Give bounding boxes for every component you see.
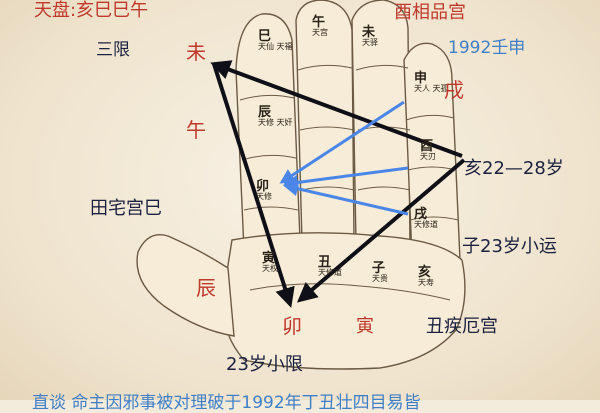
black-arrows <box>210 60 466 308</box>
title-tianpan: 天盘:亥巳巳午 <box>34 0 149 21</box>
segment-you: 酉天刃 <box>420 139 436 161</box>
label-you-pin: 酉相品宫 <box>394 2 466 23</box>
segment-chou: 丑天修道 <box>318 255 342 277</box>
arrow-xu-to-mao <box>283 181 409 216</box>
segment-hai: 亥天寿 <box>418 265 434 287</box>
label-zi-xiaoyun: 子23岁小运 <box>462 236 557 257</box>
segment-wei: 未天驿 <box>362 25 378 47</box>
label-chen: 辰 <box>196 276 216 300</box>
label-yin: 寅 <box>356 316 374 337</box>
blue-arrows <box>279 100 409 216</box>
segment-xu: 戌天修道 <box>414 207 438 229</box>
label-wei: 未 <box>186 40 206 64</box>
segment-wu: 午天宫 <box>312 15 328 37</box>
segment-mao: 卯天修 <box>256 179 272 201</box>
label-san-xian: 三限 <box>96 40 130 60</box>
segment-zi: 子天贵 <box>372 261 388 283</box>
segment-yin: 寅天权 <box>262 251 278 273</box>
label-xiaoxian: 23岁小限 <box>226 354 303 375</box>
label-year: 1992壬申 <box>448 38 526 58</box>
label-chou-jie: 丑疾厄宫 <box>426 316 498 337</box>
label-hai-range: 亥22—28岁 <box>464 158 564 179</box>
arrow-hai-to-mao <box>296 158 466 303</box>
arrow-shen-to-mao <box>279 100 405 184</box>
arrow-you-to-mao <box>283 166 409 190</box>
label-xu: 戌 <box>444 78 464 102</box>
segment-si: 巳天仙 天福 <box>258 29 293 51</box>
arrow-wei-to-mao <box>212 63 295 308</box>
segment-shen: 申天人 天孤 <box>414 71 449 93</box>
arrow-hai-to-wei <box>210 60 463 158</box>
label-tianzhai: 田宅宫巳 <box>90 198 162 219</box>
hand-illustration <box>136 0 466 370</box>
label-mao: 卯 <box>282 314 302 338</box>
segment-chen: 辰天修 天奸 <box>258 105 293 127</box>
bottom-caption: 直谈 命主因邪事被对理破于1992年丁丑壮四目易皆 <box>32 393 421 413</box>
label-wu: 午 <box>186 118 206 142</box>
